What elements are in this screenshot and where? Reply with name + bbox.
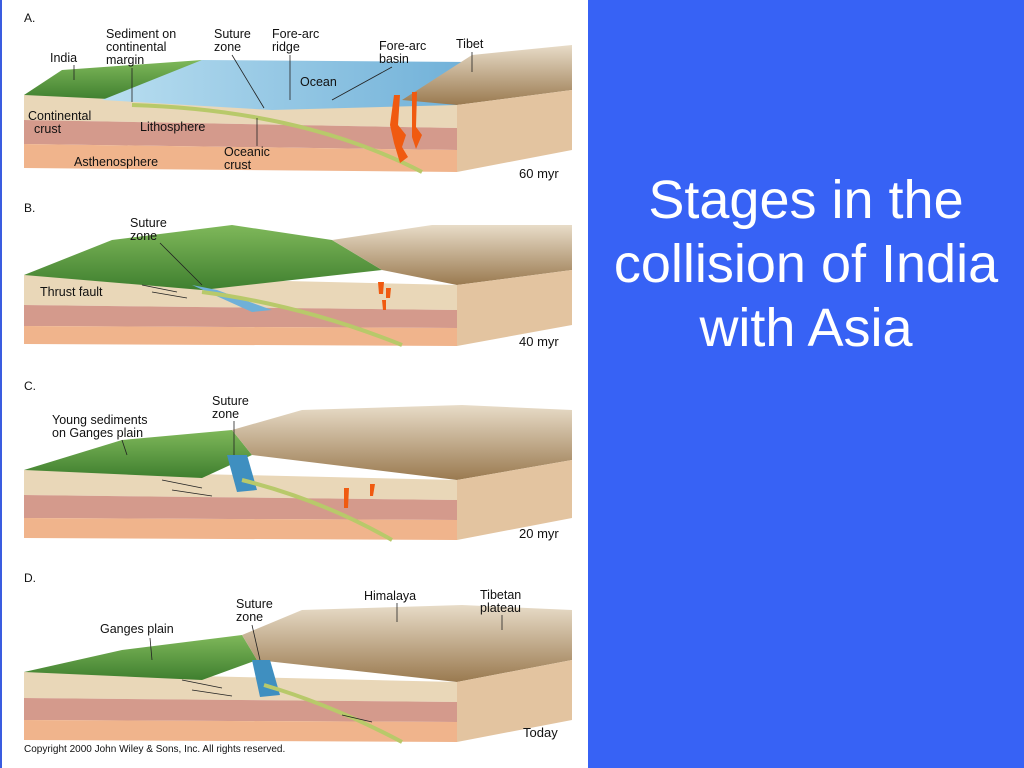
collision-figure: A. India Sediment on continental margin … — [24, 11, 572, 755]
panel-b-age: 40 myr — [519, 334, 559, 349]
label-forearc-basin-1: Fore-arc — [379, 39, 426, 53]
label-oceanic-crust-1: Oceanic — [224, 145, 270, 159]
panel-d: D. Ganges plain Suture zone Himalaya Tib… — [24, 571, 572, 744]
title-panel: Stages in the collision of India with As… — [588, 0, 1024, 768]
panel-d-slab — [263, 683, 403, 744]
panel-c-end-face — [457, 460, 572, 540]
label-young-sediments-2: on Ganges plain — [52, 426, 143, 440]
label-lithosphere: Lithosphere — [140, 120, 205, 134]
panel-c-age: 20 myr — [519, 526, 559, 541]
label-suture-a-2: zone — [214, 40, 241, 54]
label-continental-crust-2: crust — [34, 122, 62, 136]
copyright-notice: Copyright 2000 John Wiley & Sons, Inc. A… — [24, 744, 285, 755]
label-tibetan-plateau-1: Tibetan — [480, 588, 521, 602]
figure-panel: A. India Sediment on continental margin … — [0, 0, 572, 768]
panel-a-end-face — [457, 90, 572, 172]
label-thrust-fault: Thrust fault — [40, 285, 103, 299]
panel-b-slab — [201, 290, 403, 347]
panel-b: B. Suture zone Thrust fault 40 myr — [24, 201, 572, 349]
panel-d-green-surface — [24, 635, 257, 680]
panel-b-magma — [378, 282, 391, 310]
panel-d-asthenosphere-layer — [24, 720, 457, 742]
panel-b-asthenosphere-layer — [24, 326, 457, 346]
label-continental-crust-1: Continental — [28, 109, 91, 123]
panel-d-crust-layer — [24, 672, 457, 702]
panel-d-letter: D. — [24, 571, 36, 585]
panel-a-oceanic-slab — [131, 103, 423, 174]
panel-b-end-face — [457, 270, 572, 346]
panel-b-green-surface — [24, 225, 382, 290]
label-ocean: Ocean — [300, 75, 337, 89]
label-oceanic-crust-2: crust — [224, 158, 252, 172]
panel-d-mountain-surface — [242, 605, 572, 682]
slide-title: Stages in the collision of India with As… — [613, 170, 999, 358]
panel-c-letter: C. — [24, 379, 36, 393]
panel-a-india-surface — [24, 60, 202, 100]
label-forearc-basin-2: basin — [379, 52, 409, 66]
panel-b-mountain-surface — [332, 225, 572, 285]
panel-b-lithosphere-layer — [24, 305, 457, 328]
panel-c: C. Young sediments on Ganges plain Sutur… — [24, 379, 572, 542]
panel-a-magma — [390, 92, 422, 163]
label-young-sediments-1: Young sediments — [52, 413, 147, 427]
label-sediment-1: Sediment on — [106, 27, 176, 41]
label-sediment-2: continental — [106, 40, 166, 54]
label-himalaya: Himalaya — [364, 589, 416, 603]
panel-c-green-surface — [24, 430, 252, 478]
panel-a-ocean-surface — [102, 60, 472, 110]
panel-a: A. India Sediment on continental margin … — [24, 11, 572, 181]
panel-c-slab — [241, 478, 393, 542]
panel-d-end-face — [457, 660, 572, 742]
label-india: India — [50, 51, 77, 65]
label-suture-b-1: Suture — [130, 216, 167, 230]
label-asthenosphere: Asthenosphere — [74, 155, 158, 169]
label-suture-c-1: Suture — [212, 394, 249, 408]
label-sediment-3: margin — [106, 53, 144, 67]
panel-c-mountain-surface — [232, 405, 572, 480]
label-forearc-ridge-1: Fore-arc — [272, 27, 319, 41]
label-suture-d-1: Suture — [236, 597, 273, 611]
label-forearc-ridge-2: ridge — [272, 40, 300, 54]
panel-b-letter: B. — [24, 201, 35, 215]
label-tibetan-plateau-2: plateau — [480, 601, 521, 615]
label-suture-a-1: Suture — [214, 27, 251, 41]
panel-a-asthenosphere-layer — [24, 144, 457, 172]
panel-a-tibet-surface — [402, 45, 572, 105]
label-suture-b-2: zone — [130, 229, 157, 243]
label-tibet: Tibet — [456, 37, 484, 51]
panel-c-asthenosphere-layer — [24, 518, 457, 540]
label-suture-c-2: zone — [212, 407, 239, 421]
label-ganges-plain: Ganges plain — [100, 622, 174, 636]
label-suture-d-2: zone — [236, 610, 263, 624]
panel-a-age: 60 myr — [519, 166, 559, 181]
panel-d-lithosphere-layer — [24, 698, 457, 722]
panel-c-lithosphere-layer — [24, 495, 457, 520]
panel-d-age: Today — [523, 725, 558, 740]
panel-c-magma — [344, 484, 375, 508]
panel-a-letter: A. — [24, 11, 35, 25]
